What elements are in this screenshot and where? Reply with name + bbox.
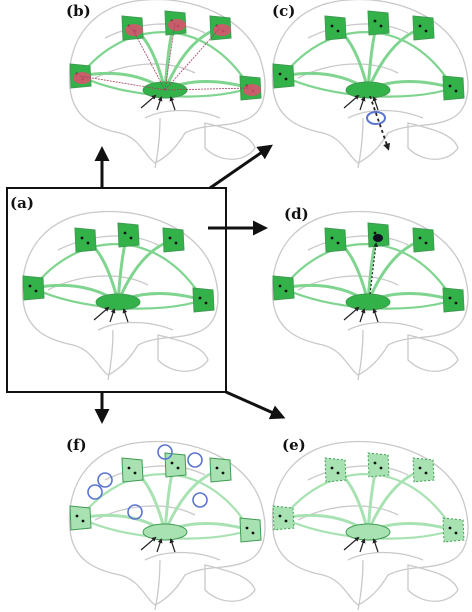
network-node-icon xyxy=(442,287,465,313)
thalamus-hub-icon xyxy=(345,293,391,311)
hub-input-arrow xyxy=(372,538,379,553)
network-node-icon xyxy=(69,505,92,531)
dotted-up-arrow xyxy=(369,242,379,295)
network-node-icon xyxy=(117,222,140,248)
red-connections xyxy=(79,22,251,91)
network-node-icon xyxy=(367,10,390,36)
hub-input-arrow xyxy=(359,308,366,323)
hub-input-arrow xyxy=(169,96,176,111)
panel-label-f: (f) xyxy=(66,436,87,454)
network-node-icon xyxy=(272,505,295,531)
hub-input-arrow xyxy=(122,308,129,323)
red-overlay-icon xyxy=(243,84,261,96)
red-overlay-icon xyxy=(168,19,186,31)
hub-input-arrow xyxy=(343,306,360,321)
network-node-icon xyxy=(22,275,45,301)
network-node-icon xyxy=(164,452,187,478)
network-node-icon xyxy=(209,457,232,483)
hub-input-arrow xyxy=(359,538,366,553)
hub-input-arrow xyxy=(140,536,157,551)
hub-input-arrow xyxy=(372,96,379,111)
network-node-icon xyxy=(324,227,347,253)
thalamus-hub-icon xyxy=(95,293,141,311)
hub-input-arrow xyxy=(169,538,176,553)
network-node-icon xyxy=(192,287,215,313)
panel-b xyxy=(68,0,266,169)
blue-ring-icon xyxy=(366,111,386,125)
blue-ring-icon xyxy=(157,444,173,460)
blue-ring-icon xyxy=(97,472,113,488)
network-node-icon xyxy=(272,63,295,89)
hub-input-arrow xyxy=(156,538,163,553)
panel-c xyxy=(271,0,469,169)
panel-label-d: (d) xyxy=(284,205,309,223)
panel-e xyxy=(271,440,469,611)
network-node-icon xyxy=(121,457,144,483)
blue-ring-icon xyxy=(187,452,203,468)
dotted-output-arrow xyxy=(369,95,390,151)
hub-input-arrow xyxy=(93,306,110,321)
red-overlay-icon xyxy=(73,72,91,84)
blue-ring-icon xyxy=(87,484,103,500)
network-node-icon xyxy=(74,227,97,253)
network-node-icon xyxy=(412,15,435,41)
panel-label-c: (c) xyxy=(272,2,295,20)
network-node-icon xyxy=(162,227,185,253)
network-node-icon xyxy=(367,452,390,478)
network-node-icon xyxy=(121,15,144,41)
thalamus-hub-icon xyxy=(345,523,391,541)
network-node-icon xyxy=(324,457,347,483)
brain-outline-icon xyxy=(271,0,469,169)
network-node-icon xyxy=(442,75,465,101)
brain-outline-icon xyxy=(271,210,469,381)
thalamus-hub-icon xyxy=(345,81,391,99)
panel-a xyxy=(21,210,219,381)
blue-ring-icon xyxy=(192,492,208,508)
network-node-icon xyxy=(239,517,262,543)
hub-input-arrow xyxy=(359,96,366,111)
thalamus-hub-icon xyxy=(142,523,188,541)
panel-label-a: (a) xyxy=(10,194,34,212)
network-node-icon xyxy=(272,275,295,301)
arrow-to-e xyxy=(225,390,286,420)
panel-label-b: (b) xyxy=(66,2,91,20)
network-node-icon xyxy=(239,75,262,101)
network-node-icon xyxy=(209,15,232,41)
network-node-icon xyxy=(412,227,435,253)
network-node-icon xyxy=(324,15,347,41)
hub-input-arrow xyxy=(140,94,157,109)
red-overlay-icon xyxy=(213,24,231,36)
network-node-icon xyxy=(164,10,187,36)
network-node-icon xyxy=(412,457,435,483)
hub-input-arrow xyxy=(156,96,163,111)
panel-label-e: (e) xyxy=(282,436,306,454)
panel-f xyxy=(68,440,266,611)
network-node-icon xyxy=(442,517,465,543)
panel-d xyxy=(271,210,469,381)
blue-ring-icon xyxy=(373,234,383,242)
hub-input-arrow xyxy=(343,94,360,109)
red-overlay-icon xyxy=(125,24,143,36)
hub-input-arrow xyxy=(343,536,360,551)
transition-arrows xyxy=(6,144,286,424)
hub-input-arrow xyxy=(109,308,116,323)
blue-ring-icon xyxy=(127,504,143,520)
hub-input-arrow xyxy=(372,308,379,323)
panel-a-frame xyxy=(6,187,227,393)
arrow-to-c xyxy=(209,144,273,190)
